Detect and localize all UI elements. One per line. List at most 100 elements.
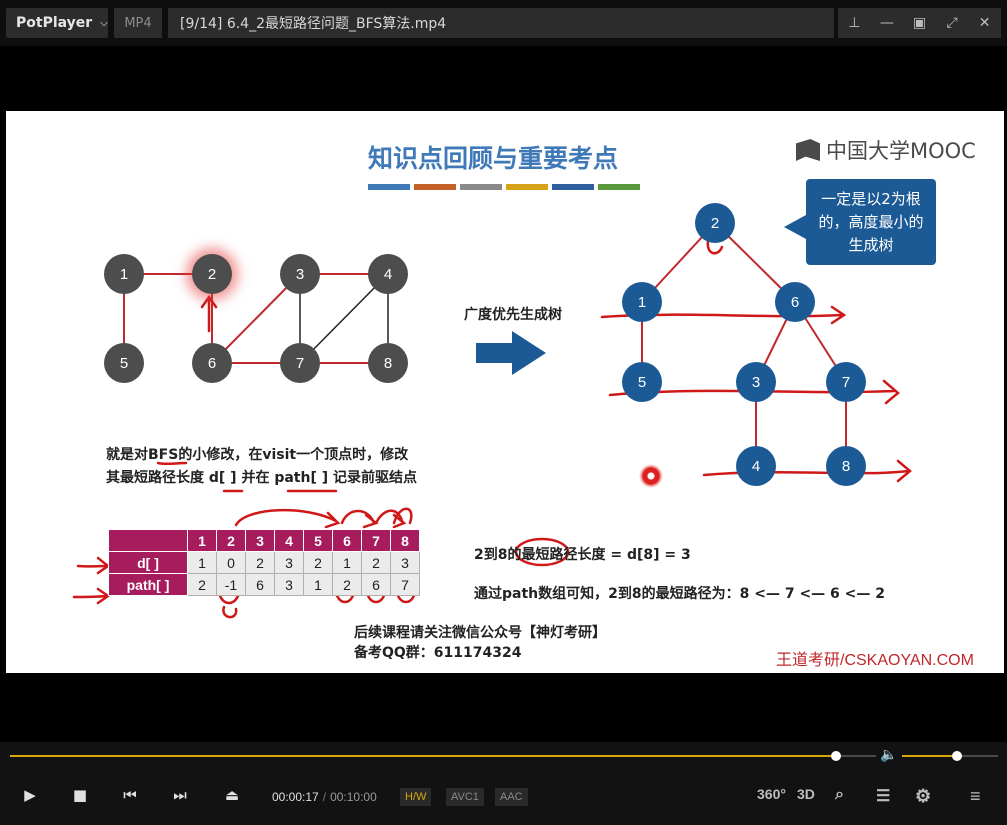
app-name: PotPlayer [16,15,93,31]
title-bar: PotPlayer ⌵ MP4 [9/14] 6.4_2最短路径问题_BFS算法… [0,0,1007,46]
window-title: [9/14] 6.4_2最短路径问题_BFS算法.mp4 [168,8,834,38]
table-cell: 7 [390,573,420,596]
volume-icon[interactable]: 🔈 [880,747,898,763]
pin-icon[interactable]: ⊥ [848,15,861,31]
time-separator: / [322,790,327,804]
table-cell: 1 [187,551,217,574]
video-codec-badge[interactable]: AVC1 [446,788,484,806]
play-icon[interactable]: ▶ [24,786,36,804]
follow-wechat: 后续课程请关注微信公众号【神灯考研】 [354,625,606,641]
note-line-1: 就是对BFS的小修改，在visit一个顶点时，修改 [106,447,409,463]
360-icon[interactable]: 360° [757,786,786,802]
table-cell: 2 [303,551,333,574]
handwritten-circle-shortest [514,537,570,567]
table-row: d[ ] 1 0 2 3 2 1 2 3 [108,551,420,574]
callout-line: 生成树 [848,236,894,254]
audio-codec-badge[interactable]: AAC [495,788,528,806]
graph-node-1: 1 [104,254,144,294]
time-display: 00:00:17/00:10:00 [272,790,377,804]
row-label-d: d[ ] [108,551,188,574]
table-cell: 0 [216,551,246,574]
graph-node-4: 4 [368,254,408,294]
tree-node-8: 8 [826,446,866,486]
watermark: 王道考研/CSKAOYAN.COM [776,652,974,669]
zoom-search-icon[interactable]: ⌕ [835,786,844,803]
hw-badge[interactable]: H/W [400,788,432,806]
table-cell: 2 [361,551,391,574]
table-header-cell: 6 [332,529,362,552]
callout-box: 一定是以2为根 的，高度最小的 生成树 [784,179,936,265]
minimize-icon[interactable]: — [879,15,894,31]
window-controls: ⊥ — ▣ ⤢ ✕ [838,8,1001,38]
tree-node-7: 7 [826,362,866,402]
handwritten-underline-bfs [156,461,188,466]
color-segment [414,184,456,190]
shortest-path-text: 通过path数组可知，2到8的最短路径为：8 <— 7 <— 6 <— 2 [474,586,886,602]
algorithm-note: 就是对BFS的小修改，在visit一个顶点时，修改 其最短路径长度 d[ ] 并… [106,444,417,490]
table-header-cell: 5 [303,529,333,552]
stop-icon[interactable]: ■ [72,786,88,804]
table-header-cell: 8 [390,529,420,552]
table-cell: 6 [361,573,391,596]
color-segment [552,184,594,190]
handwritten-mark-minus1 [222,605,238,619]
table-corner [108,529,188,552]
video-frame[interactable]: 知识点回顾与重要考点 中国大学MOOC [6,111,1004,673]
fullscreen-icon[interactable]: ⤢ [946,15,958,31]
color-segment [598,184,640,190]
slide-title: 知识点回顾与重要考点 [368,144,619,173]
title-color-bar [368,184,640,190]
table-header-cell: 2 [216,529,246,552]
table-cell: -1 [216,573,246,596]
table-header-cell: 7 [361,529,391,552]
laser-pointer-icon [639,464,663,488]
settings-gear-icon[interactable]: ⚙ [915,786,932,806]
tree-node-1: 1 [622,282,662,322]
volume-handle[interactable] [952,751,962,761]
handwritten-arrow-node2 [200,294,218,333]
next-icon[interactable]: ⏭ [173,786,187,804]
graph-node-7: 7 [280,343,320,383]
bfs-tree-label: 广度优先生成树 [464,307,562,323]
close-icon[interactable]: ✕ [978,15,991,31]
handwritten-arrow-table4 [392,507,413,525]
table-header-cell: 1 [187,529,217,552]
table-cell: 3 [274,573,304,596]
callout-line: 一定是以2为根 [821,190,921,208]
mooc-logo: 中国大学MOOC [796,135,976,165]
note-line-2: 其最短路径长度 d[ ] 并在 path[ ] 记录前驱结点 [106,470,417,486]
graph-node-5: 5 [104,343,144,383]
handwritten-arrow-table1 [234,508,341,529]
table-cell: 2 [332,573,362,596]
tree-node-5: 5 [622,362,662,402]
tree-node-6: 6 [775,282,815,322]
mooc-logo-text: 中国大学MOOC [826,139,976,163]
previous-icon[interactable]: ⏮ [123,786,137,804]
graph-node-3: 3 [280,254,320,294]
seek-handle[interactable] [831,751,841,761]
maximize-icon[interactable]: ▣ [912,15,927,31]
playlist-icon[interactable]: ☰ [876,788,891,805]
menu-icon[interactable]: ≡ [970,786,981,806]
volume-level [902,755,955,757]
eject-icon[interactable]: ⏏ [224,786,240,804]
graph-node-6: 6 [192,343,232,383]
handwritten-arrow-table2 [340,509,379,529]
shortest-length-text: 2到8的最短路径长度 = d[8] = 3 [474,547,691,563]
seek-progress [10,755,836,757]
graph-node-8: 8 [368,343,408,383]
path-table: 1 2 3 4 5 6 7 8 d[ ] 1 0 2 3 2 1 2 3 pat… [108,529,420,596]
edge-7-4 [299,273,389,364]
follow-info: 后续课程请关注微信公众号【神灯考研】 备考QQ群：611174324 [354,623,606,663]
table-cell: 1 [303,573,333,596]
3d-icon[interactable]: 3D [797,786,815,802]
app-menu-button[interactable]: PotPlayer ⌵ [6,8,108,38]
table-cell: 3 [274,551,304,574]
table-header-row: 1 2 3 4 5 6 7 8 [108,529,420,552]
color-segment [460,184,502,190]
table-cell: 2 [245,551,275,574]
table-header-cell: 4 [274,529,304,552]
time-total: 00:10:00 [330,790,377,804]
table-cell: 1 [332,551,362,574]
row-label-path: path[ ] [108,573,188,596]
